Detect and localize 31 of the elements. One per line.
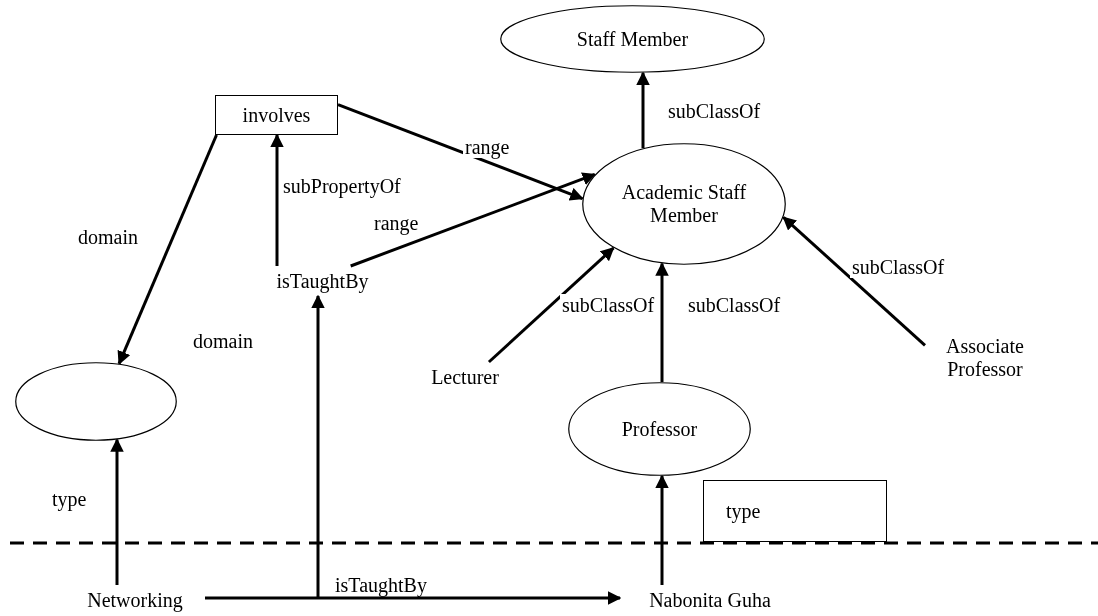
class-ellipse <box>568 382 751 476</box>
arrow <box>655 474 669 585</box>
class-ellipse <box>582 143 786 265</box>
empty-ellipse <box>15 362 177 441</box>
arrow <box>205 591 622 605</box>
arrow <box>487 246 615 364</box>
edge-label: subClassOf <box>850 256 947 278</box>
arrow <box>782 216 926 347</box>
node-label: Associate Professor <box>925 328 1045 388</box>
arrow <box>110 438 124 585</box>
relation-label: domain <box>193 330 253 352</box>
node-text: Professor <box>621 417 698 441</box>
node-label: Lecturer <box>420 362 510 392</box>
arrow <box>337 103 584 201</box>
node-label: Nabonita Guha <box>620 585 800 615</box>
arrow <box>117 134 218 365</box>
edge-label: subPropertyOf <box>281 175 403 197</box>
node-text: Academic Staff Member <box>620 181 748 227</box>
node-label: isTaughtBy <box>250 266 395 296</box>
property-box <box>215 95 338 135</box>
arrow <box>311 294 325 597</box>
node-text: involves <box>242 103 311 127</box>
property-box <box>703 480 887 542</box>
arrow <box>270 133 284 266</box>
class-ellipse <box>500 5 765 73</box>
arrow <box>636 71 650 149</box>
node-text: Staff Member <box>576 27 689 51</box>
node-label: Networking <box>65 585 205 615</box>
arrow <box>350 172 596 268</box>
node-text: type <box>726 499 761 523</box>
arrow <box>655 262 669 382</box>
